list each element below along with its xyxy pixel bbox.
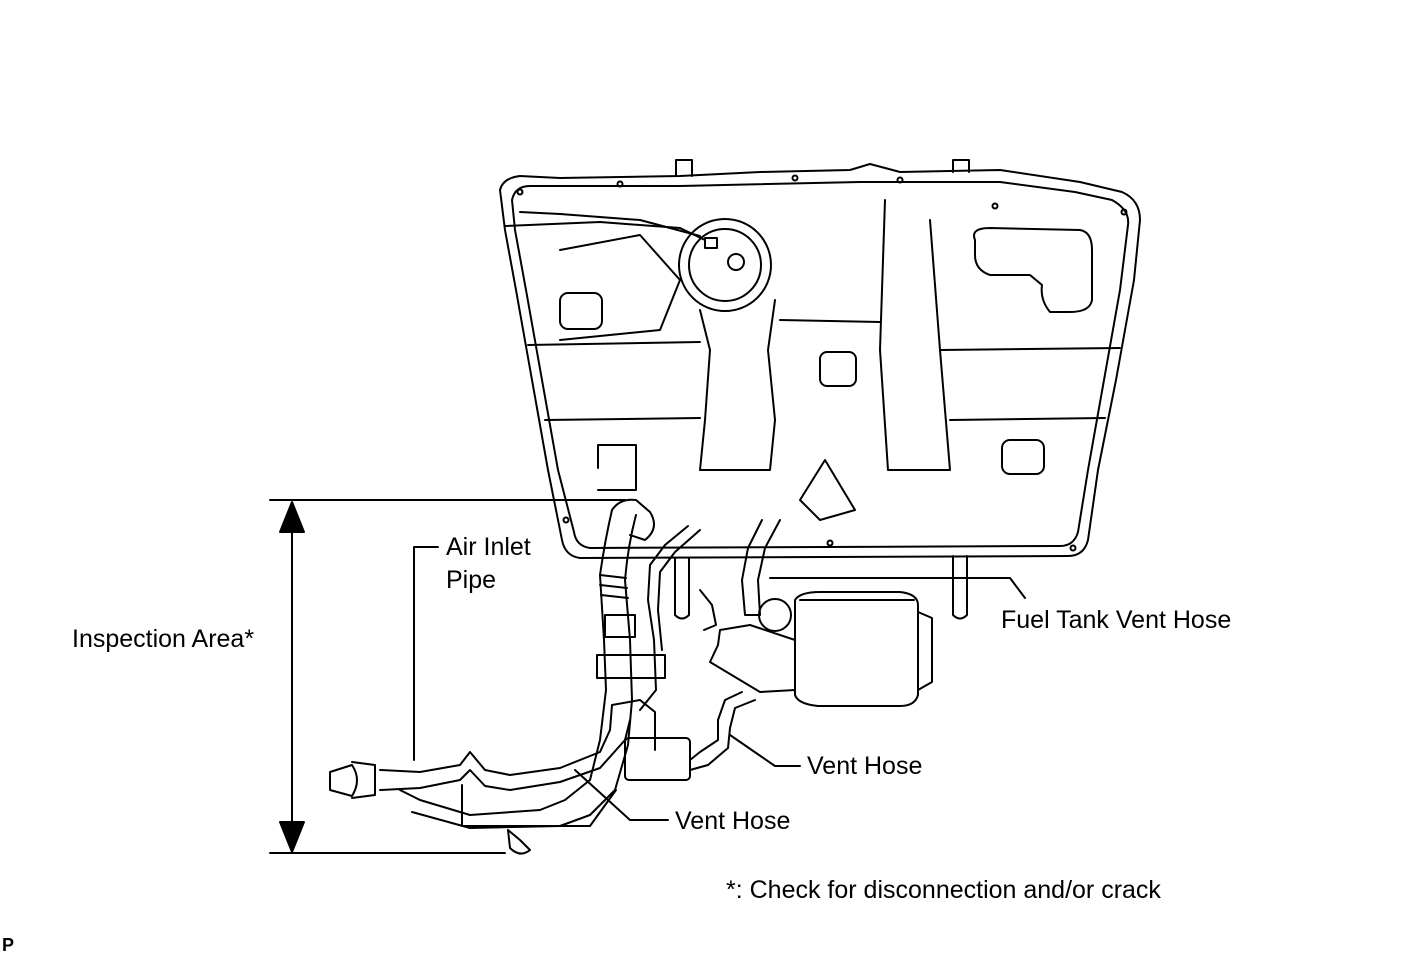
tank-crease-3: [544, 417, 701, 421]
air-inlet-pipe-bracket: [596, 654, 666, 679]
tank-bolt-2: [616, 180, 624, 188]
tank-pocket-1: [597, 444, 637, 491]
tank-pad-2: [819, 351, 857, 387]
leader-air-inlet-pipe: [413, 546, 439, 761]
canister-valve: [758, 598, 792, 632]
tank-bolt-1: [516, 188, 524, 196]
vent-hose-filter: [624, 737, 691, 781]
canister-body: [794, 591, 919, 707]
tank-bolt-8: [826, 539, 834, 547]
inspection-area-dimension: [269, 499, 626, 854]
tank-rib-1: [699, 299, 776, 471]
filler-neck-bracket: [507, 829, 531, 855]
evap-line: [639, 525, 689, 711]
tank-strap-left: [675, 159, 693, 177]
fuel-tank-vent-hose-label: Fuel Tank Vent Hose: [1001, 606, 1232, 634]
tank-pad-3: [1001, 439, 1045, 475]
tank-mount-left: [674, 557, 690, 620]
filler-neck-tube-b: [379, 719, 631, 791]
fuel-tank-tube-b: [519, 211, 701, 237]
tank-crease-5: [779, 319, 881, 323]
fuel-tank-vent-hose: [741, 519, 781, 616]
tank-mount-right: [952, 555, 968, 620]
leader-fuel-tank-vent-hose: [769, 577, 1026, 599]
air-inlet-pipe-support: [461, 784, 617, 827]
vent-hose-upper: [689, 691, 743, 761]
tank-bolt-4: [896, 176, 904, 184]
fuel-pump-ring: [678, 218, 772, 312]
inspection-area-arrow-bottom: [279, 821, 305, 853]
tank-crease-6: [559, 234, 681, 341]
fuel-pump-center: [727, 253, 745, 271]
air-inlet-pipe-inlet: [611, 498, 655, 541]
air-inlet-pipe-corrugation: [599, 574, 629, 599]
fuel-tank-tube: [504, 221, 706, 241]
fuel-tank-inner-rim: [511, 181, 1130, 549]
inspection-area-arrow-top: [279, 501, 305, 533]
inspection-area-label: Inspection Area*: [72, 625, 255, 653]
tank-rib-3: [973, 227, 1093, 313]
leader-vent-hose-lower: [574, 769, 669, 821]
air-inlet-pipe: [399, 498, 666, 829]
air-inlet-pipe-tube-b: [411, 514, 637, 829]
canister-bracket: [709, 624, 796, 693]
evap-connector: [699, 589, 717, 631]
fuel-pump-ring-inner: [688, 228, 762, 302]
vent-hose-lower-label: Vent Hose: [675, 807, 791, 835]
leader-vent-hose-upper: [729, 734, 801, 767]
filler-neck-tube: [379, 699, 656, 776]
canister-cap: [917, 611, 933, 691]
tank-bolt-6: [1120, 208, 1128, 216]
tank-crease-4: [949, 417, 1106, 421]
filler-cap: [329, 764, 358, 797]
fuel-tank-outline: [499, 163, 1141, 559]
tank-crease-2: [939, 347, 1121, 351]
tank-strap-right: [952, 159, 970, 173]
tank-bolt-7: [562, 516, 570, 524]
evap-line-b: [657, 529, 701, 651]
tank-pocket-2: [799, 459, 856, 521]
evap-canister: [624, 519, 933, 781]
vent-hose-upper-label: Vent Hose: [807, 752, 923, 780]
tank-pad-1: [559, 292, 603, 330]
tank-crease-1: [527, 341, 701, 346]
tank-bolt-9: [1069, 544, 1077, 552]
air-inlet-pipe-label-line2: Pipe: [446, 566, 497, 594]
vent-hose-upper-b: [689, 699, 756, 771]
tank-bolt-5: [991, 202, 999, 210]
tank-bolt-3: [791, 174, 799, 182]
corner-mark: P: [2, 935, 15, 955]
tank-rib-2: [879, 199, 951, 471]
filler-cap-flange: [351, 761, 376, 799]
air-inlet-pipe-clamp: [604, 614, 636, 638]
fuel-tank: [499, 159, 1141, 620]
footnote: *: Check for disconnection and/or crack: [726, 876, 1161, 904]
air-inlet-pipe-label-line1: Air Inlet: [446, 533, 531, 561]
fuel-pump-connector: [704, 237, 718, 249]
filler-neck: [329, 699, 656, 855]
